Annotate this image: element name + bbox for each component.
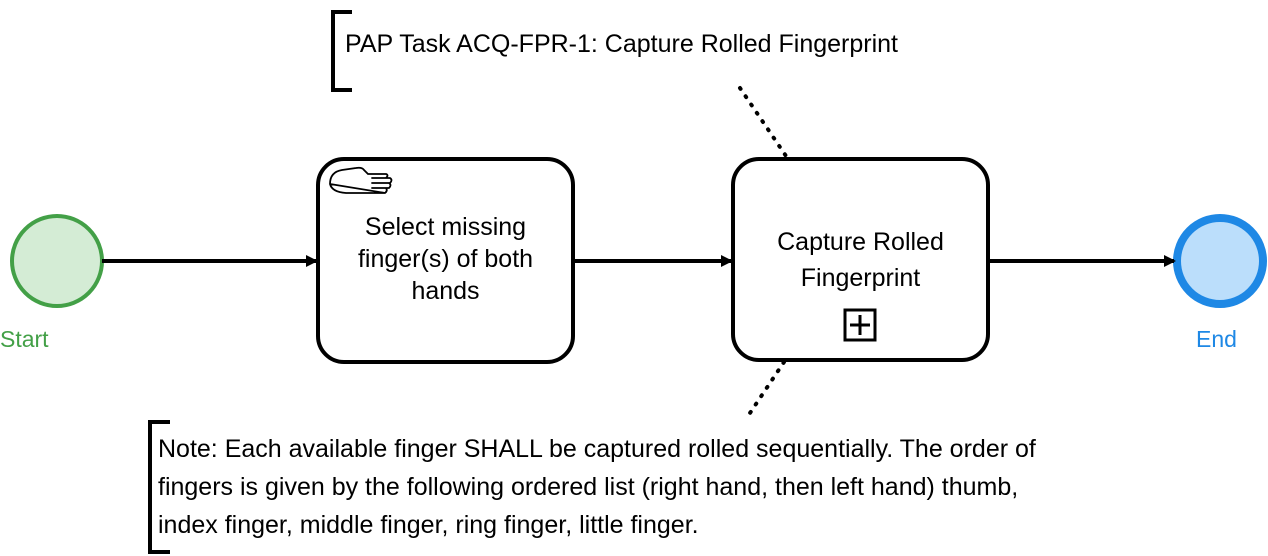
task-select-missing-fingers-label: Select missing finger(s) of both hands <box>318 203 573 315</box>
collapsed-subprocess-plus-icon[interactable] <box>843 308 877 342</box>
subprocess-capture-rolled-fingerprint[interactable] <box>731 157 990 362</box>
annotation-bottom-line: index finger, middle finger, ring finger… <box>158 511 699 539</box>
start-event-label: Start <box>0 326 49 352</box>
annotation-bottom-bracket <box>148 420 170 554</box>
annotation-top-bracket <box>331 10 352 92</box>
annotation-bottom-text: Note: Each available finger SHALL be cap… <box>158 430 1036 544</box>
annotation-bottom-line: fingers is given by the following ordere… <box>158 473 1019 501</box>
subprocess-label-line: Capture Rolled <box>777 228 944 256</box>
end-event[interactable] <box>1173 214 1267 308</box>
annotation-top-text: PAP Task ACQ-FPR-1: Capture Rolled Finge… <box>345 30 899 58</box>
task-label-line: Select missing <box>364 213 527 241</box>
association-top <box>738 86 788 158</box>
manual-task-hand-icon <box>329 166 393 194</box>
annotation-bottom-line: Note: Each available finger SHALL be cap… <box>158 435 1036 463</box>
subprocess-label-line: Fingerprint <box>800 264 921 292</box>
task-label-line: hands <box>411 277 480 305</box>
start-event[interactable] <box>10 214 104 308</box>
task-select-missing-fingers[interactable] <box>316 157 575 364</box>
subprocess-capture-label: Capture Rolled Fingerprint <box>733 222 988 298</box>
end-event-label: End <box>1196 326 1237 352</box>
association-bottom <box>746 360 786 418</box>
task-label-line: finger(s) of both <box>357 245 534 273</box>
